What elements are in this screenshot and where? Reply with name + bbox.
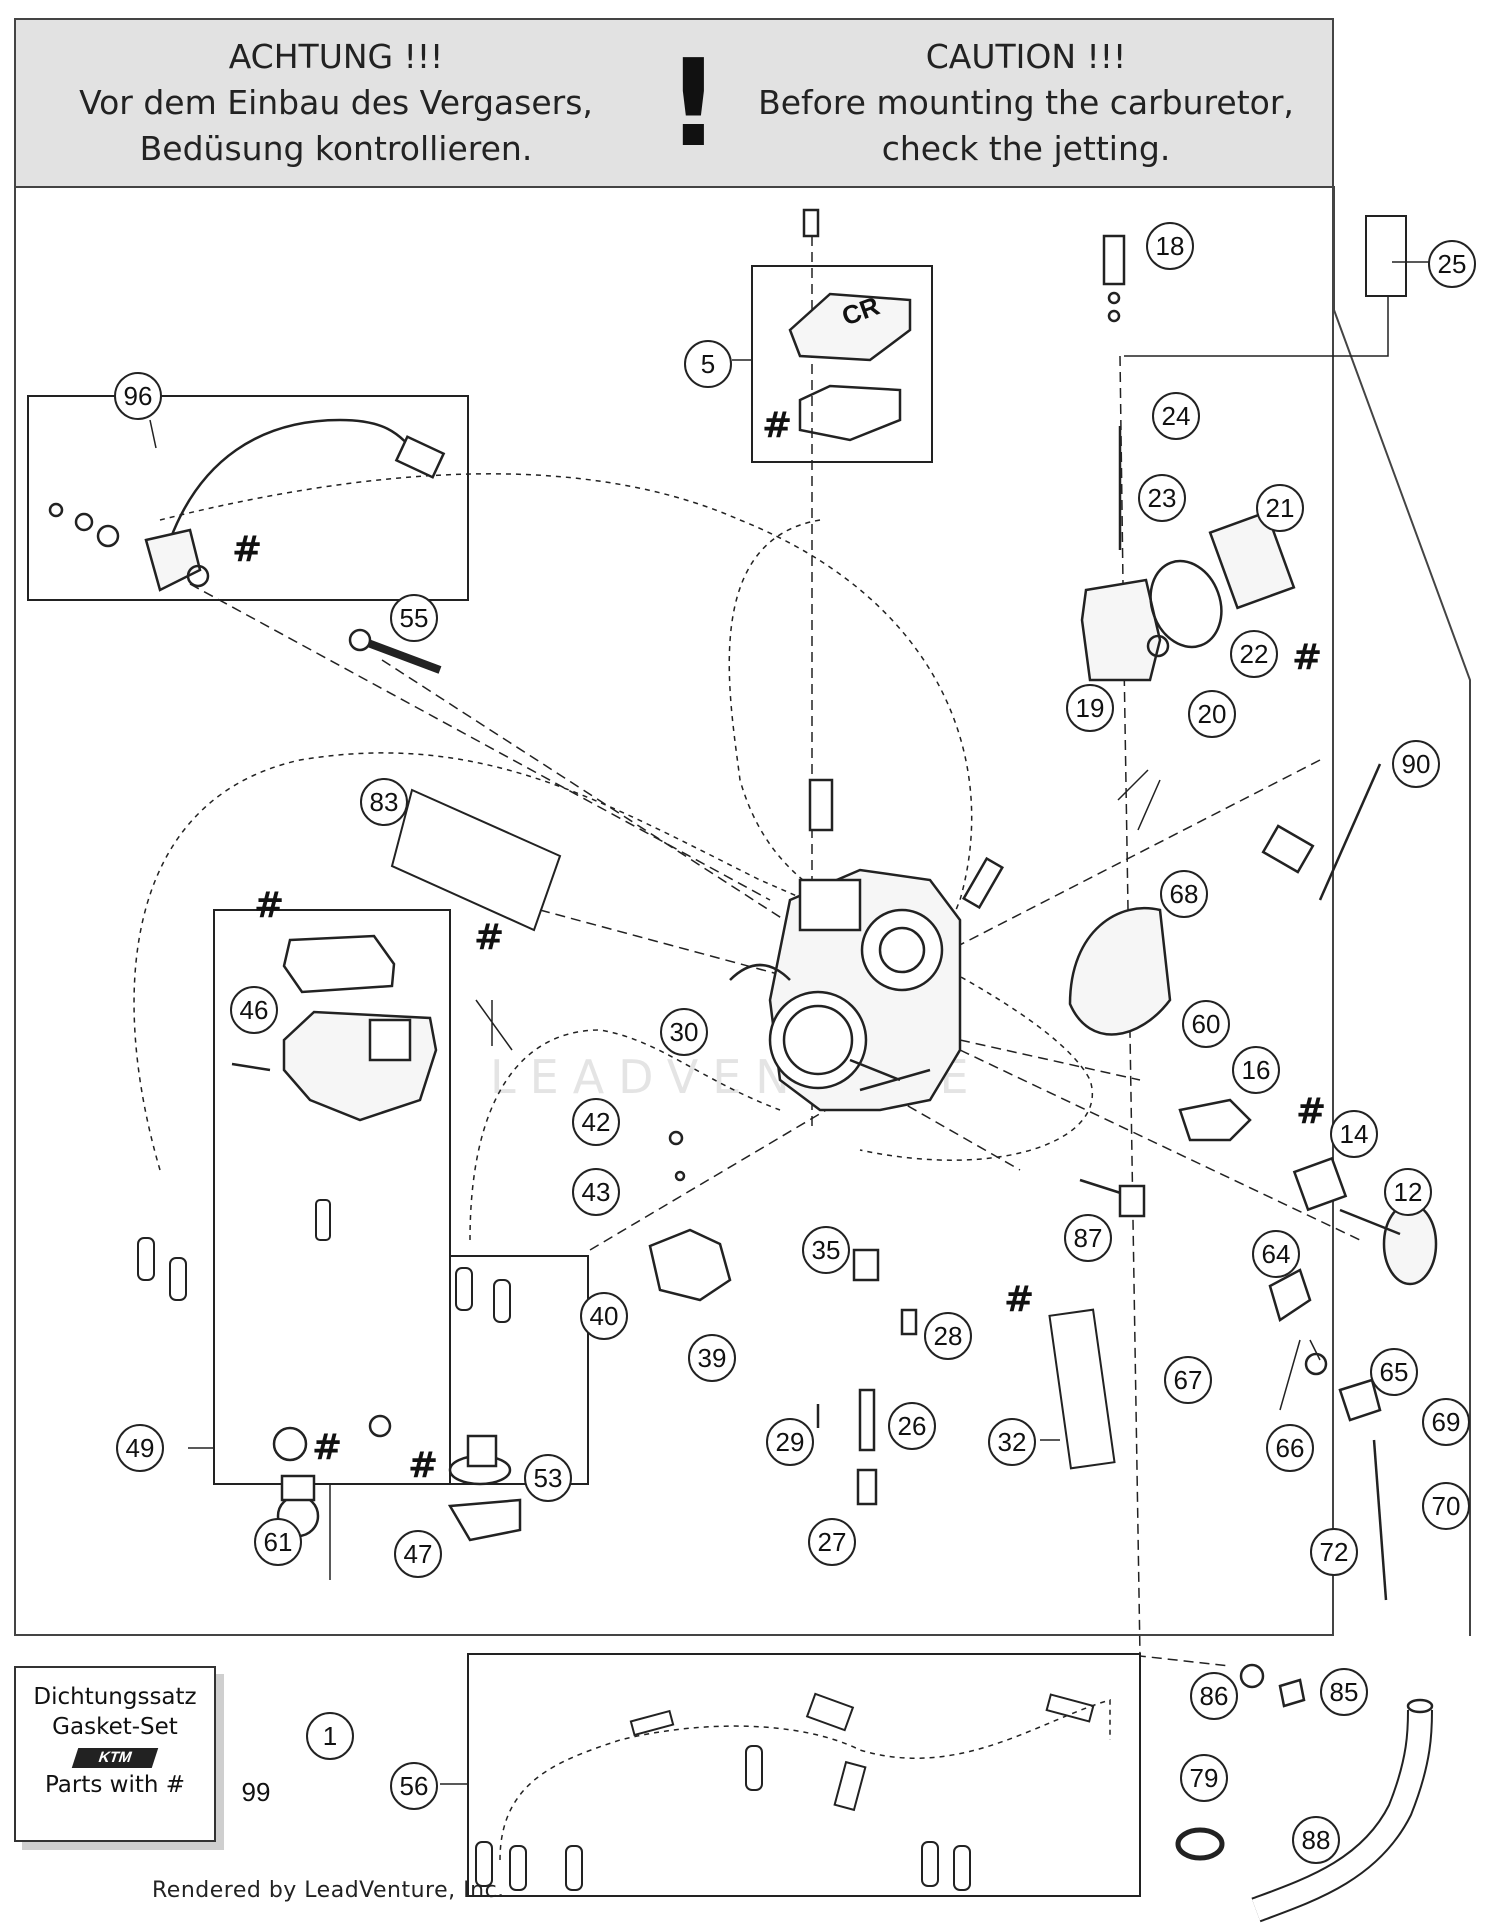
callout-35[interactable]: 35 [802,1226,850,1274]
callout-42[interactable]: 42 [572,1098,620,1146]
warning-en-line1: Before mounting the carburetor, [758,83,1294,122]
callout-86[interactable]: 86 [1190,1672,1238,1720]
hash-marker-32: # [1004,1279,1035,1320]
callout-25[interactable]: 25 [1428,240,1476,288]
main-frame [14,18,1334,1636]
callout-5[interactable]: 5 [684,340,732,388]
callout-1[interactable]: 1 [306,1712,354,1760]
warning-de-line1: Vor dem Einbau des Vergasers, [79,83,593,122]
callout-27[interactable]: 27 [808,1518,856,1566]
callout-53[interactable]: 53 [524,1454,572,1502]
warning-de-title: ACHTUNG !!! [228,37,444,76]
hash-marker-83: # [474,917,505,958]
callout-65[interactable]: 65 [1370,1348,1418,1396]
credit-text: Rendered by LeadVenture, Inc. [152,1878,505,1903]
callout-21[interactable]: 21 [1256,484,1304,532]
hash-marker-5: # [762,405,793,446]
hash-marker-22: # [1292,637,1323,678]
cable-loops [133,473,1111,1861]
callout-83[interactable]: 83 [360,778,408,826]
gasket-set-line3: Parts with # [44,1772,186,1798]
ktm-logo: KTM [71,1748,159,1768]
callout-28[interactable]: 28 [924,1312,972,1360]
callout-12[interactable]: 12 [1384,1168,1432,1216]
top-cover-5 [788,208,912,442]
warning-english: CAUTION !!! Before mounting the carburet… [746,34,1306,172]
gasket-set-box: Dichtungssatz Gasket-Set KTM Parts with … [14,1666,216,1842]
warning-banner: ACHTUNG !!! Vor dem Einbau des Vergasers… [16,20,1332,188]
group-box-49-right [214,910,589,1485]
group-box-5 [751,265,933,463]
throttle-sensor-96 [48,418,446,592]
callout-64[interactable]: 64 [1252,1230,1300,1278]
callout-69[interactable]: 69 [1422,1398,1470,1446]
hose-kit-56 [475,1692,1095,1891]
callout-22[interactable]: 22 [1230,630,1278,678]
group-box-56 [467,1653,1141,1897]
callout-40[interactable]: 40 [580,1292,628,1340]
callout-68[interactable]: 68 [1160,870,1208,918]
callout-79[interactable]: 79 [1180,1754,1228,1802]
callout-46[interactable]: 46 [230,986,278,1034]
gasket-set-line1: Dichtungssatz [33,1684,197,1710]
callout-16[interactable]: 16 [1232,1046,1280,1094]
callout-24[interactable]: 24 [1152,392,1200,440]
callout-99[interactable]: 99 [241,1777,271,1807]
callout-47[interactable]: 47 [394,1530,442,1578]
callout-67[interactable]: 67 [1164,1356,1212,1404]
callout-72[interactable]: 72 [1310,1528,1358,1576]
callout-43[interactable]: 43 [572,1168,620,1216]
callout-56[interactable]: 56 [390,1762,438,1810]
warning-de-line2: Bedüsung kontrollieren. [139,129,533,168]
callout-60[interactable]: 60 [1182,1000,1230,1048]
float-bowl [231,934,522,1542]
callout-39[interactable]: 39 [688,1334,736,1382]
callout-66[interactable]: 66 [1266,1424,1314,1472]
screw-55 [348,628,442,674]
hose-88 [1175,1663,1434,1923]
hash-marker-14: # [1296,1091,1327,1132]
bowl-hoses [137,1199,511,1323]
callout-96[interactable]: 96 [114,372,162,420]
hash-marker-53: # [408,1445,439,1486]
hash-marker-oring: # [312,1427,343,1468]
carburetor-body [729,778,1005,1112]
jets [648,1130,918,1506]
hash-marker-96: # [232,529,263,570]
callout-14[interactable]: 14 [1330,1110,1378,1158]
callout-61[interactable]: 61 [254,1518,302,1566]
callout-20[interactable]: 20 [1188,690,1236,738]
warning-en-line2: check the jetting. [881,129,1171,168]
group-box-83 [390,788,562,932]
warning-german: ACHTUNG !!! Vor dem Einbau des Vergasers… [56,34,616,172]
right-parts [1068,763,1438,1601]
callout-55[interactable]: 55 [390,594,438,642]
group-box-96 [27,395,469,601]
pump-19 [1080,234,1296,682]
leader-lines [149,261,1430,1785]
callout-29[interactable]: 29 [766,1418,814,1466]
callout-85[interactable]: 85 [1320,1668,1368,1716]
warning-en-title: CAUTION !!! [925,37,1127,76]
callout-19[interactable]: 19 [1066,684,1114,732]
callout-26[interactable]: 26 [888,1402,936,1450]
callout-70[interactable]: 70 [1422,1482,1470,1530]
frame-diagonal [1333,186,1471,1636]
callout-23[interactable]: 23 [1138,474,1186,522]
callout-18[interactable]: 18 [1146,222,1194,270]
group-box-32 [1048,1308,1116,1470]
callout-88[interactable]: 88 [1292,1816,1340,1864]
group-box-25 [1365,215,1407,297]
callout-32[interactable]: 32 [988,1418,1036,1466]
callout-87[interactable]: 87 [1064,1214,1112,1262]
callout-90[interactable]: 90 [1392,740,1440,788]
callout-49[interactable]: 49 [116,1424,164,1472]
dash-lines [189,220,1361,1667]
callout-30[interactable]: 30 [660,1008,708,1056]
hash-marker-bowl-gasket: # [254,885,285,926]
gasket-set-line2: Gasket-Set [52,1714,178,1740]
